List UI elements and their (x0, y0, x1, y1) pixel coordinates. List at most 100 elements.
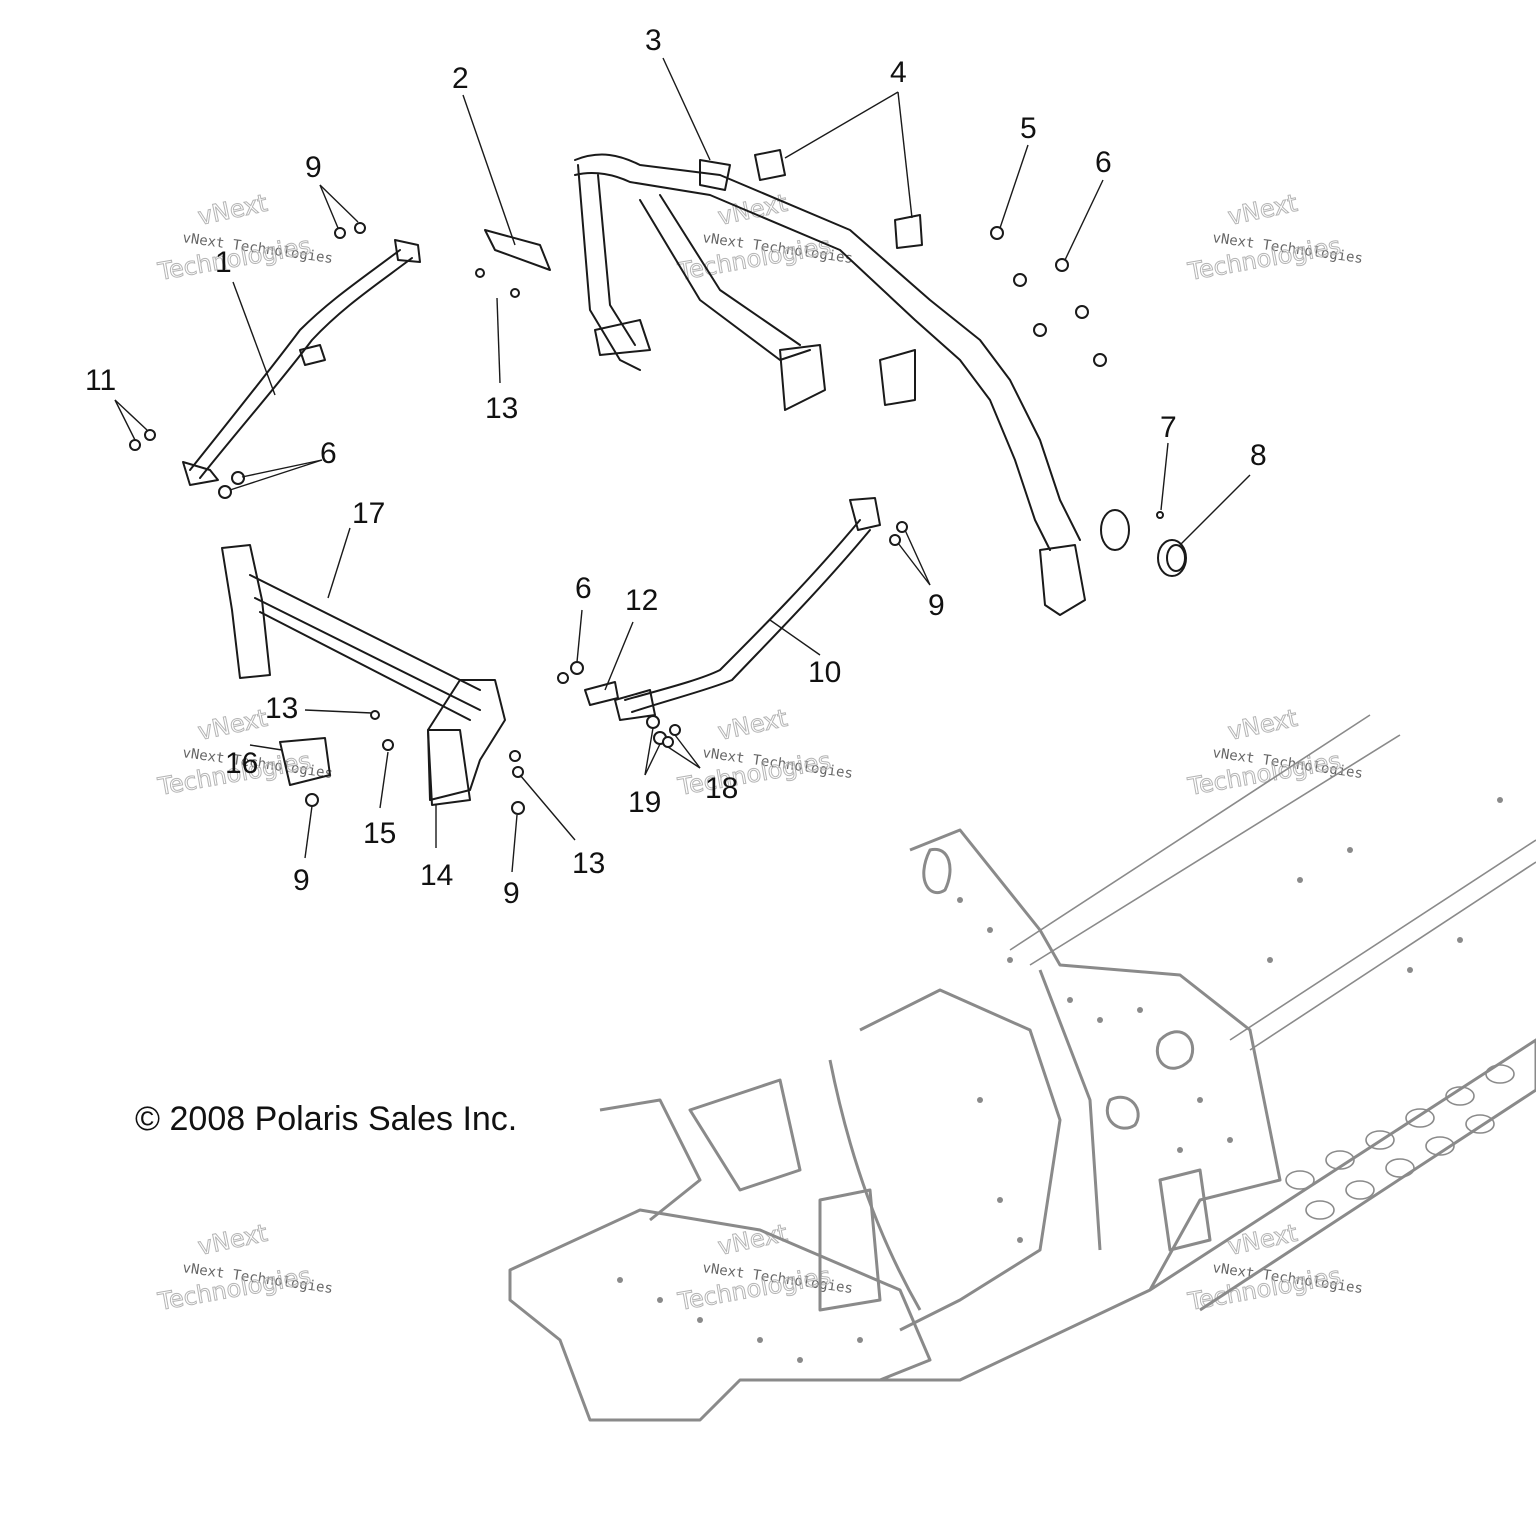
watermark-7: vNext vNext Technologies Technologies (155, 1218, 334, 1316)
washer-6g (557, 672, 569, 684)
bolt-5a (990, 226, 1004, 240)
part-1-tube (189, 249, 401, 471)
part-16-plate (279, 737, 331, 786)
part-3-rear-bracket (1039, 544, 1086, 616)
part-3-mount (699, 159, 731, 191)
part-3-frame-top (574, 153, 1081, 541)
chassis-front-frame (508, 1208, 932, 1422)
nut-6f (570, 661, 584, 675)
bolt-13e (512, 766, 524, 778)
callout-10: 10 (808, 656, 841, 689)
leader-12 (604, 621, 634, 691)
leader-15 (379, 751, 389, 809)
watermark-1: vNext vNext Technologies Technologies (155, 188, 334, 286)
leader-6-left-b (229, 459, 323, 491)
part-8-cap-inner (1166, 544, 1186, 572)
chassis-tunnel-side (880, 828, 1282, 1382)
callout-9-bottom: 9 (503, 877, 520, 910)
leader-18b (667, 746, 701, 769)
leader-18a (674, 734, 701, 769)
chassis-post (818, 1188, 882, 1312)
callout-labels: 1 2 3 4 5 6 6 6 7 8 9 9 9 9 10 11 12 13 … (85, 24, 1267, 910)
leader-9-right-a (904, 529, 931, 586)
copyright-text: © 2008 Polaris Sales Inc. (135, 1100, 517, 1138)
callout-15: 15 (363, 817, 396, 850)
chassis-tunnel (508, 714, 1536, 1422)
watermarks: vNext vNext Technologies Technologies vN… (155, 188, 1364, 1316)
bolt-9f (511, 801, 525, 815)
leader-3 (662, 57, 711, 161)
part-16-bracket (279, 737, 331, 786)
callout-13-left: 13 (265, 692, 298, 725)
part-3-foot (594, 319, 651, 356)
part-1-tube-edge (199, 257, 413, 479)
callout-4: 4 (890, 56, 907, 89)
part-10-rear-brace (614, 497, 881, 721)
part-3-left-leg-edge (597, 174, 636, 346)
part-3-inner-brace-edge (659, 194, 801, 346)
watermark-vnext: vNext (195, 189, 269, 231)
part-10-lower-tab (614, 689, 656, 721)
callout-12: 12 (625, 584, 658, 617)
callout-6-top: 6 (1095, 146, 1112, 179)
watermark-vnext: vNext (1225, 189, 1299, 231)
callout-2: 2 (452, 62, 469, 95)
bolt-11b (129, 439, 141, 451)
part-12-plate (584, 681, 619, 706)
part-10-tube (624, 519, 861, 701)
callout-11: 11 (85, 364, 116, 397)
callout-16: 16 (225, 747, 258, 780)
leader-11b (114, 399, 136, 441)
callout-5: 5 (1020, 112, 1037, 145)
leader-4a (784, 91, 899, 159)
leader-7 (1160, 442, 1169, 511)
bolt-5b (1013, 273, 1027, 287)
watermark-2: vNext vNext Technologies Technologies (675, 188, 854, 286)
bolt-9b (354, 222, 366, 234)
bolt-5c (1033, 323, 1047, 337)
part-1-front-brace (182, 239, 421, 486)
part-4-pad-b (894, 214, 923, 249)
hardware (129, 222, 1164, 815)
leader-6-top (1064, 179, 1104, 261)
leader-4b (897, 91, 913, 219)
callout-14: 14 (420, 859, 453, 892)
callout-8: 8 (1250, 439, 1267, 472)
chassis-front-arm (599, 1098, 702, 1222)
chassis-rivets (617, 797, 1503, 1363)
leader-13-right (519, 774, 576, 841)
leader-8 (1179, 474, 1251, 546)
watermark-vnext: vNext (1225, 1219, 1299, 1261)
washer-19a (646, 715, 660, 729)
bolt-13d (509, 750, 521, 762)
callout-1: 1 (215, 246, 232, 279)
leader-2 (462, 94, 516, 246)
part-2-bracket (484, 229, 551, 271)
leader-19a (644, 727, 654, 776)
part-12-link (584, 681, 619, 706)
part-3-tube-end (1100, 509, 1130, 551)
callout-13-right: 13 (572, 847, 605, 880)
nut-6e (1093, 353, 1107, 367)
pin-7 (1156, 511, 1164, 519)
bolt-11a (144, 429, 156, 441)
callout-9-right: 9 (928, 589, 945, 622)
part-1-clamp (299, 344, 326, 366)
watermark-vnext: vNext (195, 1219, 269, 1261)
callout-17: 17 (352, 497, 385, 530)
rivet-13b (510, 288, 520, 298)
bolt-9a (334, 227, 346, 239)
part-3-frame-bottom (574, 172, 1051, 551)
leader-10 (769, 619, 821, 656)
part-10-tube-edge (631, 529, 871, 713)
chassis-bulkhead (859, 988, 1062, 1332)
rivet-13c (370, 710, 380, 720)
leader-lines (114, 57, 1251, 873)
watermark-vnext: vNext (195, 704, 269, 746)
leader-9-bottom (511, 814, 518, 873)
part-3-lower-mount (779, 344, 826, 411)
callout-6-mid: 6 (575, 572, 592, 605)
part-14-plate (427, 729, 471, 806)
watermark-vnext: vNext (715, 704, 789, 746)
